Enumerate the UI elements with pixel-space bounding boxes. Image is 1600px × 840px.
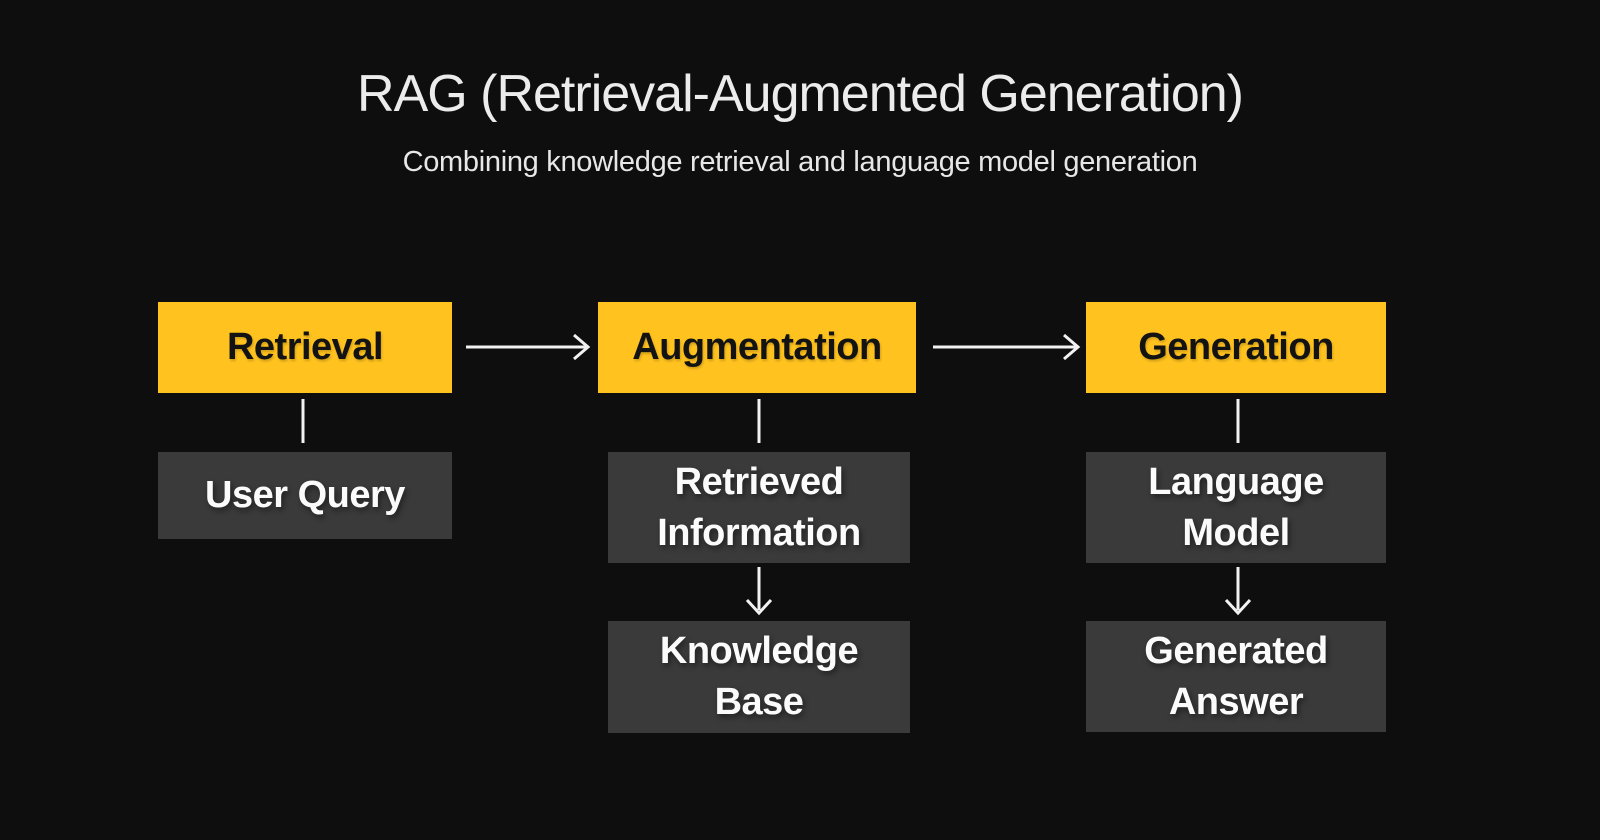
node-label-line: Base [714,681,804,723]
node-label-line: Language [1148,460,1324,503]
node-label-line: Model [1182,511,1290,554]
stage-box-retrieval: Retrieval [158,302,452,393]
node-box-generated-answer: Generated Answer [1086,621,1386,732]
node-label-line: Retrieved [674,460,844,503]
arrow-language-model-to-generated-answer [1224,567,1252,616]
node-box-user-query: User Query [158,452,452,539]
diagram-title: RAG (Retrieval-Augmented Generation) [357,65,1244,123]
arrow-augmentation-to-generation [933,333,1081,361]
node-box-retrieved-information: Retrieved Information [608,452,910,563]
stage-box-generation: Generation [1086,302,1386,393]
node-box-language-model: Language Model [1086,452,1386,563]
node-box-knowledge-base: Knowledge Base [608,621,910,733]
stage-label-retrieval: Retrieval [226,326,384,368]
stage-label-generation: Generation [1138,326,1334,368]
arrow-retrieved-information-to-knowledge-base [745,567,773,616]
node-label-line: Information [657,511,861,554]
stage-box-augmentation: Augmentation [598,302,916,393]
arrow-retrieval-to-augmentation [466,333,591,361]
node-label-line: User Query [205,474,405,516]
diagram-subtitle: Combining knowledge retrieval and langua… [402,146,1198,178]
node-label-line: Generated [1144,629,1328,672]
stage-label-augmentation: Augmentation [632,326,882,368]
node-label-line: Answer [1168,680,1304,723]
node-label-line: Knowledge [659,630,859,672]
